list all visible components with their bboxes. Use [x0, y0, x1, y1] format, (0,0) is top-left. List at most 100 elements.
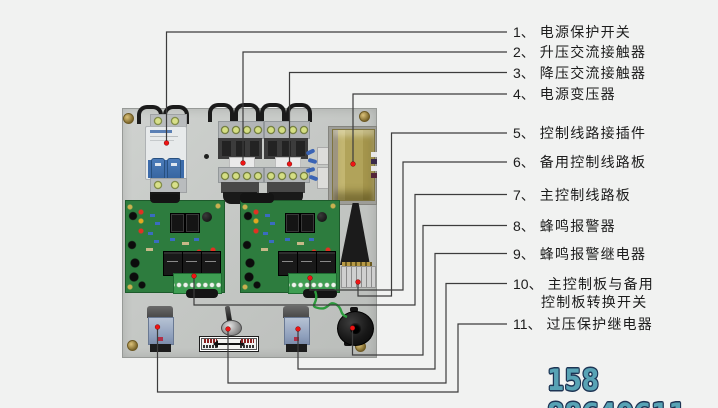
relay-base: [150, 344, 171, 352]
pointer-dot-step-up-contactor: [240, 160, 246, 166]
board-wires: [186, 289, 218, 298]
capacitor: [202, 212, 212, 222]
label-6: 6、备用控制线路板: [513, 152, 646, 172]
contactor-base: [221, 182, 259, 193]
phone-number: 158 88640611: [547, 363, 686, 408]
leader-line-10: [227, 282, 507, 384]
transformer-pin: [371, 159, 377, 164]
pointer-dot-buzzer: [349, 325, 356, 331]
relay-cap: [283, 306, 309, 318]
relay-base: [286, 344, 307, 352]
leader-line-4: [352, 93, 507, 164]
cable-loop-icon: [208, 103, 234, 122]
pointer-dot-buzzer-relay: [295, 326, 301, 332]
label-number: 10、: [513, 275, 543, 292]
label-text: 降压交流接触器: [539, 64, 647, 81]
label-number: 2、: [513, 44, 535, 60]
transformer-pin: [371, 152, 377, 157]
connector-housing: [341, 266, 376, 288]
label-text: 蜂鸣报警继电器: [539, 245, 647, 262]
leader-line-11: [156, 323, 507, 393]
label-text: 蜂鸣报警器: [539, 217, 616, 234]
label-number: 6、: [513, 154, 535, 170]
leader-line-2: [242, 51, 507, 163]
leader-line-8: [351, 224, 507, 356]
transformer-pin: [371, 166, 377, 171]
harness-connector: [240, 193, 274, 203]
label-10: 10、主控制板与备用: [513, 274, 654, 294]
label-text: 控制板转换开关: [541, 293, 648, 310]
backup-control-board: [240, 200, 340, 298]
leader-line-1: [165, 31, 507, 143]
label-10-line2: 控制板转换开关: [541, 292, 647, 312]
breaker-bottom-terminals: [150, 178, 187, 193]
changeover-switch: [221, 320, 242, 336]
pointer-dot-circuit-breaker: [163, 140, 170, 146]
label-text: 电源保护开关: [539, 24, 631, 40]
mounting-hole: [204, 154, 209, 159]
label-text: 电源变压器: [539, 86, 616, 102]
pointer-dot-changeover-switch: [225, 326, 231, 332]
pointer-dot-main-control-board: [191, 273, 197, 279]
pointer-dot-step-down-contactor: [286, 161, 293, 167]
cable-loop-icon: [234, 103, 260, 122]
pcb-relay: [201, 251, 221, 276]
label-text: 备用控制线路板: [539, 154, 647, 170]
contactor-base: [267, 182, 305, 193]
control-connector: [334, 203, 376, 289]
label-5: 5、控制线路接插件: [513, 123, 646, 143]
plate-text-left: [204, 339, 217, 343]
arrow-right-icon: [240, 340, 245, 348]
panel-screw-top-left: [123, 113, 134, 124]
buzzer: [337, 311, 374, 346]
leader-line-3: [288, 71, 507, 164]
label-4: 4、电源变压器: [513, 84, 616, 104]
label-number: 11、: [513, 316, 542, 332]
leader-line-6: [309, 161, 507, 291]
board-wires: [303, 289, 337, 298]
label-number: 3、: [513, 64, 535, 81]
buzzer-mount-ear: [350, 307, 358, 312]
dip-ic: [285, 213, 300, 233]
label-8: 8、蜂鸣报警器: [513, 216, 616, 236]
panel-screw-top-right: [359, 111, 370, 122]
connector-contacts: [342, 262, 372, 267]
arrow-line-icon: [217, 343, 241, 345]
capacitor: [317, 212, 327, 222]
pointer-dot-power-transformer: [350, 161, 356, 167]
label-11: 11、过压保护继电器: [513, 314, 653, 334]
main-control-board: [125, 200, 225, 298]
label-number: 5、: [513, 125, 535, 141]
label-text: 主控制板与备用: [547, 275, 654, 292]
pointer-dot-control-connector: [355, 279, 361, 285]
terminal-block: [173, 273, 222, 294]
label-number: 7、: [513, 186, 535, 203]
leader-line-9: [297, 252, 507, 370]
label-7: 7、主控制线路板: [513, 185, 631, 205]
switch-name-plate: [199, 336, 259, 352]
panel-screw-bottom-left: [127, 340, 138, 351]
label-text: 升压交流接触器: [539, 44, 647, 60]
plate-subtext-right: [240, 345, 255, 348]
label-number: 1、: [513, 24, 535, 40]
label-number: 8、: [513, 217, 535, 234]
leader-line-5: [357, 132, 507, 297]
relay-clear-body: [148, 317, 174, 345]
cable-loop-icon: [260, 103, 286, 122]
pointer-dot-backup-control-board: [307, 275, 313, 281]
contactor-top-terminals: [218, 121, 264, 139]
arrow-left-icon: [213, 340, 218, 348]
overvoltage-relay: [147, 306, 174, 352]
buzzer-relay: [283, 306, 310, 352]
label-2: 2、升压交流接触器: [513, 42, 646, 62]
label-text: 控制线路接插件: [539, 125, 647, 141]
contactor-body: [264, 138, 308, 159]
dip-ic: [300, 213, 315, 233]
contactor-bottom-terminals: [218, 167, 264, 183]
label-text: 过压保护继电器: [546, 316, 653, 332]
label-number: 9、: [513, 245, 535, 262]
label-number: 4、: [513, 86, 535, 102]
dip-ic: [170, 213, 185, 233]
